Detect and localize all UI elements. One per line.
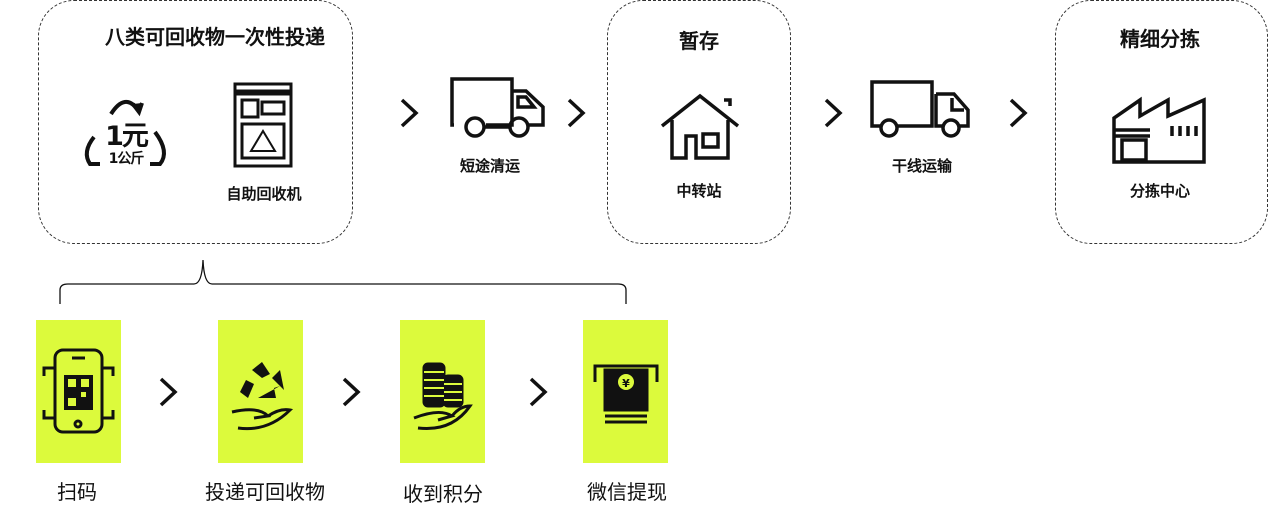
step-points-label: 收到积分 [403, 482, 483, 506]
recycle-icon-small-text: 1公斤 [108, 151, 145, 167]
storage-stage-box [607, 0, 791, 244]
sorting-center-label: 分拣中心 [1129, 182, 1191, 200]
chevron-right-icon [525, 375, 551, 409]
chevron-right-icon [820, 96, 846, 130]
recycle-price-icon: 1元 1公斤 [78, 92, 173, 172]
small-truck-icon [448, 75, 548, 139]
large-truck-icon [868, 78, 974, 140]
coins-hand-icon [413, 362, 473, 431]
step-points-box [400, 320, 485, 463]
cash-withdraw-icon: ¥ [593, 364, 659, 424]
recycle-icon-big-text: 1元 [105, 121, 149, 152]
step-scan-label: 扫码 [57, 480, 97, 504]
storage-stage-title: 暂存 [679, 29, 719, 53]
machine-label: 自助回收机 [226, 185, 302, 203]
chevron-right-icon [1005, 96, 1031, 130]
step-scan-box [36, 320, 121, 463]
recycle-hand-icon [231, 362, 294, 431]
sorting-stage-title: 精细分拣 [1120, 27, 1200, 51]
short-transport-label: 短途清运 [459, 157, 521, 175]
step-withdraw-box: ¥ [583, 320, 668, 463]
house-icon [658, 92, 742, 162]
svg-text:¥: ¥ [622, 377, 630, 390]
collection-stage-box [38, 0, 353, 244]
collection-stage-title: 八类可回收物一次性投递 [105, 25, 325, 49]
chevron-right-icon [338, 375, 364, 409]
transfer-station-label: 中转站 [676, 182, 722, 200]
vending-machine-icon [233, 82, 293, 168]
step-deposit-box [218, 320, 303, 463]
step-deposit-label: 投递可回收物 [205, 480, 325, 504]
factory-icon [1110, 96, 1210, 166]
bracket-connector [58, 258, 630, 306]
chevron-right-icon [155, 375, 181, 409]
chevron-right-icon [563, 96, 589, 130]
sorting-stage-box [1055, 0, 1268, 244]
trunk-transport-label: 干线运输 [891, 157, 953, 175]
step-withdraw-label: 微信提现 [587, 480, 667, 504]
phone-qr-icon [42, 348, 115, 434]
chevron-right-icon [396, 96, 422, 130]
